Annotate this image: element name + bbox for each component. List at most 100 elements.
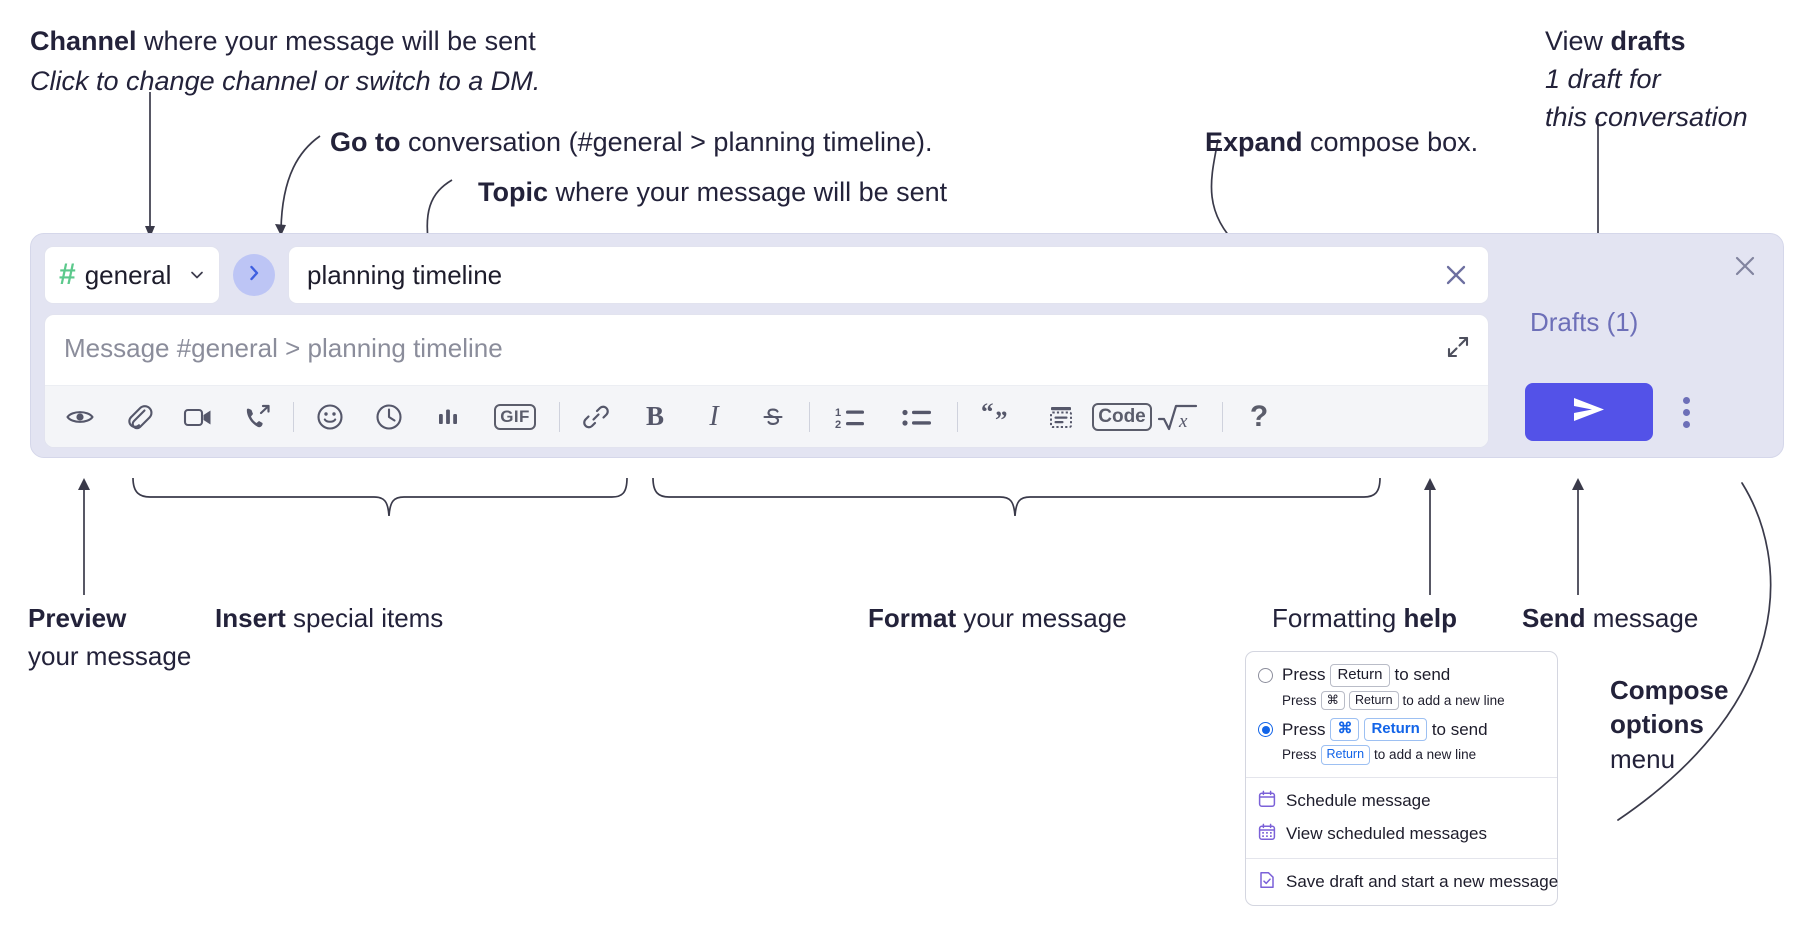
annotation-send: Send message <box>1522 602 1698 635</box>
blockquote-icon[interactable]: “ ” <box>971 394 1025 440</box>
strikethrough-icon[interactable] <box>750 394 796 440</box>
annotation-goto-rest: conversation (#general > planning timeli… <box>400 127 933 157</box>
option-sub-pre: Press <box>1282 747 1317 763</box>
link-icon[interactable] <box>573 394 619 440</box>
annotation-drafts-normal: View <box>1545 26 1611 56</box>
annotation-goto: Go to conversation (#general > planning … <box>330 125 933 159</box>
annotation-send-bold: Send <box>1522 603 1586 633</box>
topic-input-value: planning timeline <box>307 259 503 290</box>
option-sub-post: to add a new line <box>1402 693 1505 709</box>
emoji-icon[interactable] <box>307 394 353 440</box>
menu-item-schedule-message[interactable]: Schedule message <box>1246 785 1557 818</box>
toolbar-divider <box>957 401 958 432</box>
bold-icon[interactable]: B <box>632 394 678 440</box>
option-sub-pre: Press <box>1282 693 1317 709</box>
annotation-goto-bold: Go to <box>330 127 401 157</box>
video-icon[interactable] <box>175 394 221 440</box>
annotation-expand: Expand compose box. <box>1205 125 1478 159</box>
go-to-conversation-button[interactable] <box>233 254 275 296</box>
toolbar-divider <box>1222 401 1223 432</box>
close-icon[interactable] <box>1430 249 1482 301</box>
more-options-icon[interactable] <box>1671 389 1701 435</box>
annotation-compose-options-line3: menu <box>1610 743 1676 774</box>
kebab-dot <box>1682 396 1690 404</box>
expand-icon[interactable] <box>1438 327 1478 367</box>
hash-icon: # <box>59 258 76 291</box>
send-button[interactable] <box>1525 383 1653 441</box>
svg-text:2: 2 <box>835 419 841 431</box>
menu-item-label: Save draft and start a new message <box>1286 872 1559 892</box>
send-option-return[interactable]: Press Return to send <box>1246 661 1557 690</box>
key-command: ⌘ <box>1320 690 1346 711</box>
option-pre: Press <box>1282 665 1326 685</box>
message-compose-box: # general planning timeline <box>30 233 1784 458</box>
calendar-icon <box>1258 790 1276 813</box>
math-icon[interactable]: x <box>1147 394 1209 440</box>
italic-icon[interactable]: I <box>691 394 737 440</box>
channel-name-label: general <box>84 259 172 290</box>
gif-label: GIF <box>494 403 536 430</box>
italic-label: I <box>709 400 719 432</box>
annotation-preview-bold: Preview <box>28 603 127 633</box>
key-return: Return <box>1364 718 1427 742</box>
bulleted-list-icon[interactable] <box>890 394 944 440</box>
toolbar-divider <box>559 401 560 432</box>
clock-icon[interactable] <box>366 394 412 440</box>
option-sub-post: to add a new line <box>1374 747 1477 763</box>
huddle-icon[interactable] <box>234 394 280 440</box>
annotation-compose-options-line2: options <box>1610 709 1704 740</box>
ordered-list-icon[interactable]: 1 2 <box>823 394 877 440</box>
annotation-topic-rest: where your message will be sent <box>548 177 948 207</box>
topic-input-field[interactable]: planning timeline <box>288 246 1489 304</box>
menu-divider <box>1246 776 1557 778</box>
annotation-compose-options-line1: Compose <box>1610 675 1729 705</box>
annotation-expand-rest: compose box. <box>1302 127 1479 157</box>
attachment-icon[interactable] <box>116 394 162 440</box>
bold-label: B <box>645 401 664 431</box>
menu-item-view-scheduled[interactable]: View scheduled messages <box>1246 818 1557 851</box>
annotation-help-normal: Formatting <box>1272 603 1404 633</box>
close-icon[interactable] <box>1725 246 1765 286</box>
annotation-format: Format your message <box>868 602 1127 635</box>
compose-header-row: # general planning timeline <box>44 246 1503 304</box>
annotation-insert-rest: special items <box>285 603 444 633</box>
key-command: ⌘ <box>1330 718 1360 742</box>
menu-divider <box>1246 857 1557 859</box>
kebab-dot <box>1682 408 1690 416</box>
menu-item-save-draft[interactable]: Save draft and start a new message <box>1246 866 1559 899</box>
annotation-format-bold: Format <box>868 603 957 633</box>
annotation-drafts-line2: 1 draft for <box>1545 64 1661 95</box>
send-option-cmd-return-subtext: Press Return to add a new line <box>1246 744 1557 770</box>
poll-icon[interactable] <box>425 394 471 440</box>
svg-text:“: “ <box>981 402 994 426</box>
annotation-expand-bold: Expand <box>1205 127 1303 157</box>
code-label: Code <box>1092 402 1152 431</box>
compose-right-rail: Drafts (1) <box>1503 234 1783 457</box>
annotation-insert-bold: Insert <box>215 603 286 633</box>
svg-text:”: ” <box>995 407 1008 432</box>
gif-icon[interactable]: GIF <box>484 394 546 440</box>
option-post: to send <box>1394 665 1451 685</box>
menu-item-label: Schedule message <box>1286 791 1431 811</box>
code-block-icon[interactable] <box>1038 394 1084 440</box>
preview-icon[interactable] <box>57 394 103 440</box>
svg-text:1: 1 <box>835 407 841 419</box>
help-icon[interactable]: ? <box>1236 394 1282 440</box>
send-option-return-subtext: Press ⌘ Return to add a new line <box>1246 690 1557 716</box>
code-icon[interactable]: Code <box>1092 394 1152 440</box>
channel-selector-button[interactable]: # general <box>44 246 220 304</box>
key-return: Return <box>1330 664 1390 687</box>
radio-cmd-return[interactable] <box>1258 722 1273 738</box>
radio-return[interactable] <box>1258 667 1273 683</box>
drafts-link[interactable]: Drafts (1) <box>1530 307 1639 337</box>
send-icon <box>1570 394 1608 431</box>
calendar-grid-icon <box>1258 823 1276 846</box>
annotation-drafts-bold: drafts <box>1610 26 1686 56</box>
message-input-area[interactable]: Message #general > planning timeline <box>44 314 1489 448</box>
annotation-drafts: View drafts 1 draft for this conversatio… <box>1545 24 1748 134</box>
help-label: ? <box>1249 399 1269 433</box>
key-return: Return <box>1320 745 1371 765</box>
send-option-cmd-return[interactable]: Press ⌘ Return to send <box>1246 715 1557 744</box>
annotation-channel: Channel where your message will be sent … <box>30 24 540 99</box>
toolbar-divider <box>293 401 294 432</box>
